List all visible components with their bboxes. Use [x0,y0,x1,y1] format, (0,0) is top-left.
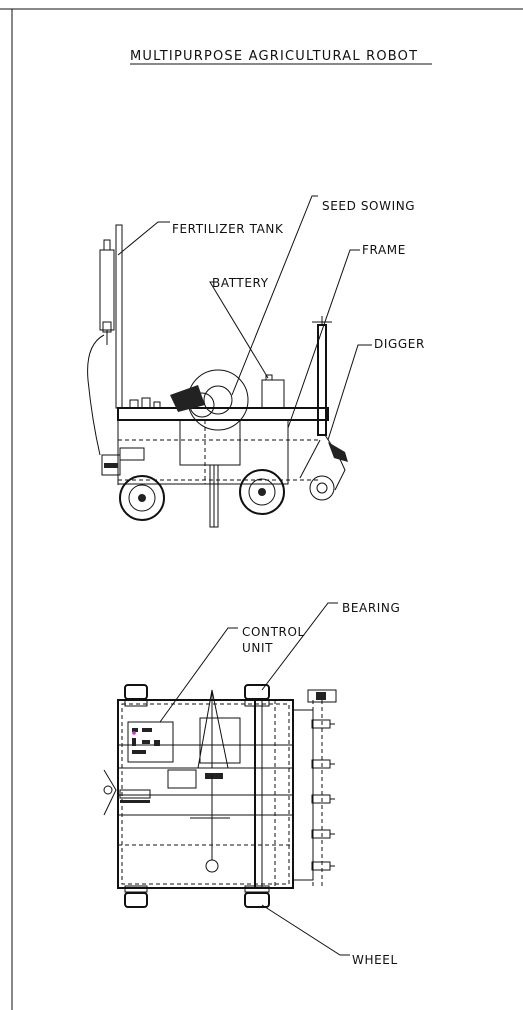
side-wheel-rear [119,475,165,521]
side-chassis [117,407,329,421]
control-unit-panel [127,721,174,763]
label-unit: UNIT [242,641,273,655]
top-triangle-frame [197,689,229,769]
top-wheel-rear-top [124,684,148,700]
fertilizer-tank [99,249,115,331]
battery-box [261,379,285,409]
label-digger: DIGGER [374,337,425,351]
top-wheel-front-bottom [244,892,270,908]
drawing-title: MULTIPURPOSE AGRICULTURAL ROBOT [130,49,418,64]
label-control: CONTROL [242,625,305,639]
side-view [87,224,348,528]
top-wheel-rear-bottom [124,892,148,908]
label-battery: BATTERY [212,276,269,290]
digger-arm [324,434,346,491]
top-view [103,684,337,908]
label-wheel: WHEEL [352,953,398,967]
label-frame: FRAME [362,243,406,257]
control-indicator [132,731,136,735]
top-side-handle [103,769,117,816]
fertilizer-hose [87,334,105,456]
label-bearing: BEARING [342,601,400,615]
digger-tines [307,689,337,871]
side-wheel-front [239,469,285,515]
label-fertilizer-tank: FERTILIZER TANK [172,222,284,236]
label-seed-sowing: SEED SOWING [322,199,415,213]
frame-post [317,324,327,436]
top-view-callouts: CONTROL UNIT BEARING WHEEL [159,601,400,967]
side-view-callouts: FERTILIZER TANK SEED SOWING BATTERY FRAM… [117,195,425,441]
top-wheel-front-top [244,684,270,700]
